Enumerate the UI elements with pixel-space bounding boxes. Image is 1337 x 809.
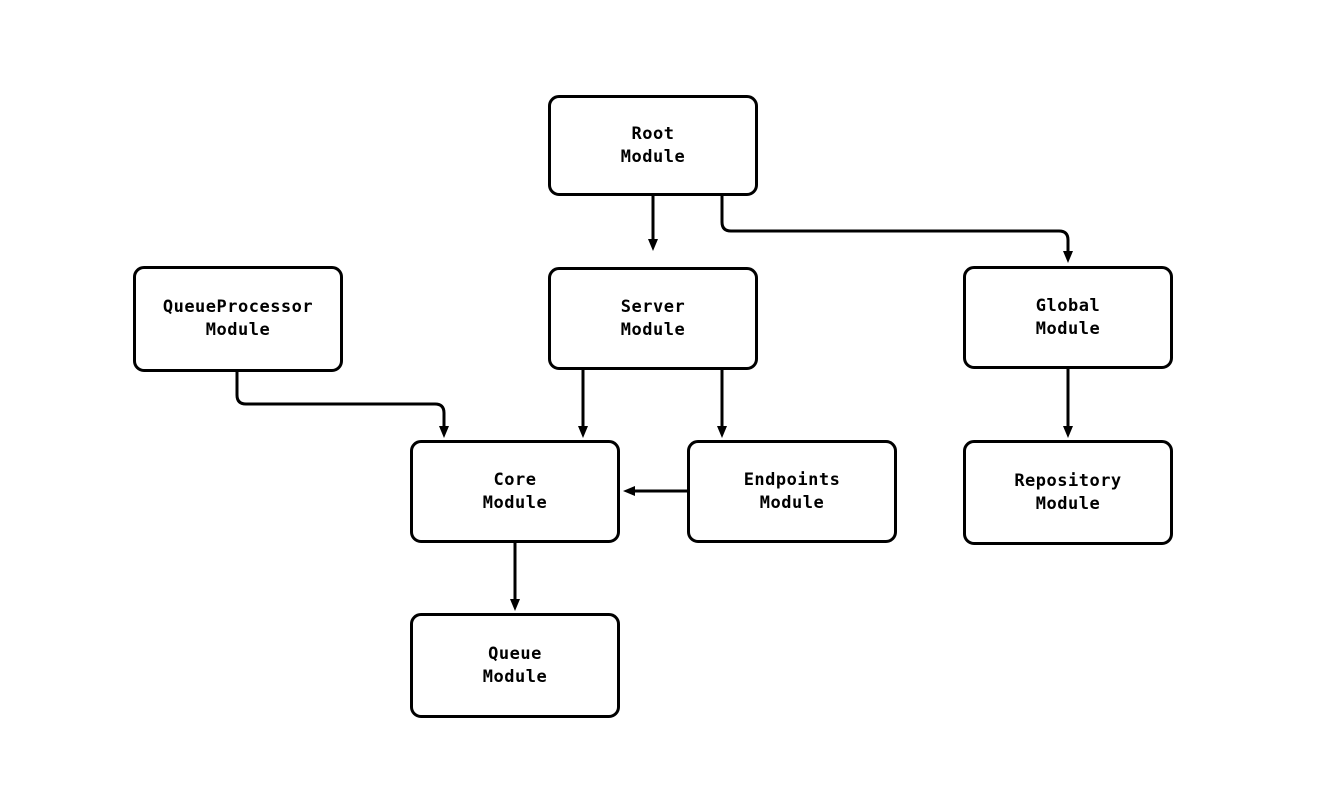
node-queueprocessor-module-label-line2: Module xyxy=(205,320,271,340)
node-core-module-label-line1: Core xyxy=(493,469,537,490)
node-root-module-label-line1: Root xyxy=(631,123,675,144)
node-server-module-label-line2: Module xyxy=(620,319,686,340)
node-repository-module-label-line1: Repository xyxy=(1014,470,1122,491)
node-core-module[interactable]: Core Module xyxy=(410,440,620,543)
node-server-module-label-line1: Server xyxy=(620,296,686,317)
node-global-module-label-line1: Global xyxy=(1035,295,1101,316)
node-global-module-label-line2: Module xyxy=(1035,318,1101,339)
node-endpoints-module-label-line2: Module xyxy=(759,492,825,513)
node-endpoints-module-label-line1: Endpoints xyxy=(743,469,841,490)
node-core-module-label-line2: Module xyxy=(482,492,548,513)
edge-root-to-global xyxy=(720,196,1073,263)
node-repository-module[interactable]: Repository Module xyxy=(963,440,1173,545)
node-queue-module-label-line1: Queue xyxy=(488,643,542,664)
node-root-module[interactable]: Root Module xyxy=(548,95,758,196)
node-queue-module-label-line2: Module xyxy=(482,666,548,687)
node-endpoints-module[interactable]: Endpoints Module xyxy=(687,440,897,543)
node-queueprocessor-module-label-line1: QueueProcessor xyxy=(162,297,314,317)
node-queue-module[interactable]: Queue Module xyxy=(410,613,620,718)
node-repository-module-label-line2: Module xyxy=(1035,493,1101,514)
node-root-module-label-line2: Module xyxy=(620,146,686,167)
node-server-module[interactable]: Server Module xyxy=(548,267,758,370)
edge-queueprocessor-to-core xyxy=(235,372,449,438)
node-queueprocessor-module[interactable]: QueueProcessor Module xyxy=(133,266,343,372)
node-global-module[interactable]: Global Module xyxy=(963,266,1173,369)
